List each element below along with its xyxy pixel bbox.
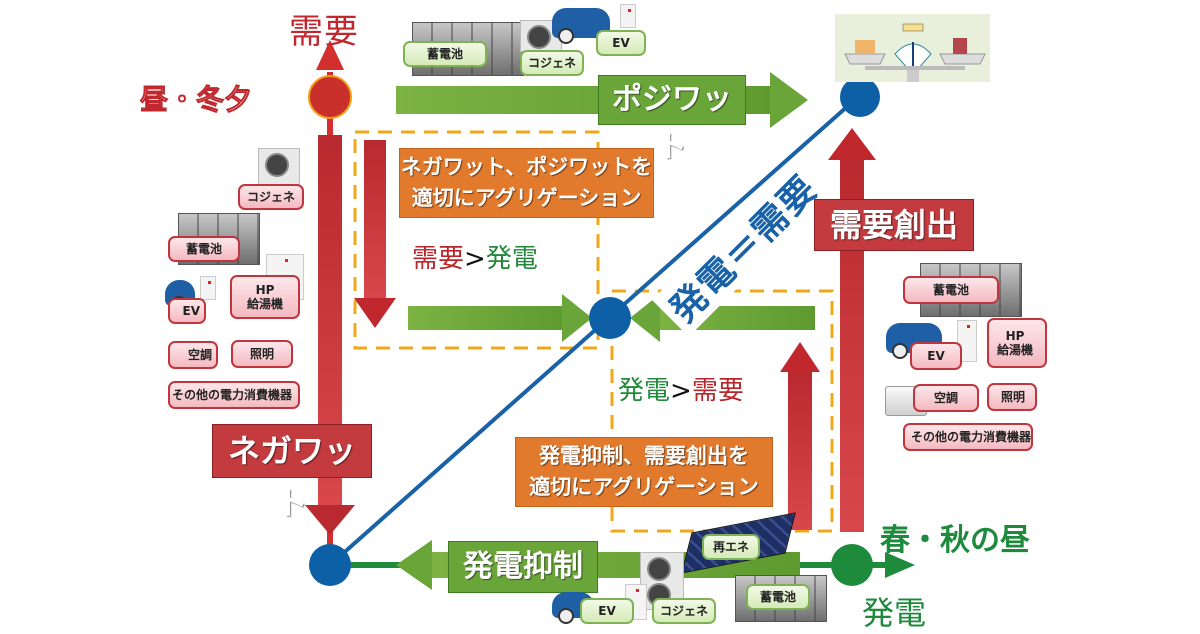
ev-charger-icon	[957, 320, 977, 362]
down-red-arrow-body	[364, 140, 386, 300]
ev-charger-icon	[200, 276, 216, 300]
aggregation-upper-line1: ネガワット、ポジワットを	[400, 155, 653, 179]
generation-axis-arrowhead	[885, 552, 915, 578]
balance-scale-icon	[844, 23, 986, 82]
down-red-arrowhead	[354, 298, 396, 328]
node-peak-demand	[308, 75, 352, 119]
device-chip-battery: 蓄電池	[903, 276, 999, 304]
cogeneration-unit-icon	[640, 552, 684, 610]
aggregation-box-upper: ネガワット、ポジワットを 適切にアグリゲーション	[399, 148, 654, 218]
converge-left-arrow-body	[408, 306, 568, 330]
posiwatt-arrowhead	[770, 72, 808, 128]
posiwatt-label: ポジワット	[598, 75, 746, 165]
device-chip-battery: 蓄電池	[403, 41, 487, 67]
node-upper-right	[840, 77, 880, 117]
device-chip-cogeneration: コジェネ	[652, 598, 716, 624]
comparison-left: 需要	[412, 244, 465, 274]
node-center	[589, 297, 631, 339]
generation-axis-label: 発電	[862, 594, 927, 632]
spring-autumn-daytime-label: 春・秋の昼	[880, 523, 1030, 558]
device-chip-air-conditioner: 空調	[168, 341, 218, 369]
negawatt-label: ネガワット	[212, 424, 372, 522]
comparison-operator: >	[670, 376, 692, 406]
node-peak-generation	[831, 544, 873, 586]
aggregation-lower-line2: 適切にアグリゲーション	[529, 475, 759, 499]
daytime-winter-evening-label: 昼・冬夕	[139, 83, 253, 117]
demand-axis-label: 需要	[289, 12, 359, 52]
aggregation-box-lower: 発電抑制、需要創出を 適切にアグリゲーション	[515, 437, 773, 507]
device-chip-other-devices: その他の電力消費機器	[168, 381, 300, 409]
generation-curtailment-label: 発電抑制	[448, 541, 598, 593]
device-chip-air-conditioner: 空調	[913, 384, 979, 412]
demand-creation-arrowhead	[828, 128, 876, 160]
device-chip-cogeneration: コジェネ	[238, 184, 304, 210]
device-chip-battery: 蓄電池	[168, 236, 240, 262]
device-chip-hp-water-heater: HP 給湯機	[230, 275, 300, 319]
comparison-generation-over-demand: 発電>需要	[618, 370, 744, 407]
ev-charger-icon	[620, 4, 636, 28]
negawatt-arrowhead	[305, 505, 355, 535]
device-chip-ev: EV	[596, 30, 646, 56]
device-chip-ev: EV	[580, 598, 634, 624]
device-chip-ev: EV	[910, 342, 962, 370]
device-chip-battery: 蓄電池	[746, 584, 810, 610]
device-chip-lighting: 照明	[987, 383, 1037, 411]
device-chip-cogeneration: コジェネ	[520, 50, 584, 76]
up-red-arrow-inner-head	[780, 342, 820, 372]
aggregation-upper-line2: 適切にアグリゲーション	[411, 186, 642, 210]
comparison-demand-over-generation: 需要>発電	[412, 238, 538, 275]
comparison-right: 需要	[691, 376, 744, 406]
comparison-left: 発電	[618, 376, 671, 406]
device-chip-ev: EV	[168, 298, 206, 324]
device-chip-renewable: 再エネ	[702, 534, 760, 560]
node-origin	[309, 544, 351, 586]
supply-demand-balance-scale-illustration	[835, 14, 990, 82]
demand-axis-arrowhead	[316, 40, 344, 70]
device-chip-lighting: 照明	[231, 340, 293, 368]
device-chip-other-devices: その他の電力消費機器	[903, 423, 1033, 451]
comparison-right: 発電	[485, 244, 538, 274]
cogeneration-unit-icon	[258, 148, 300, 188]
device-chip-hp-water-heater: HP 給湯機	[987, 318, 1047, 368]
dashed-region-upper	[353, 130, 600, 350]
comparison-operator: >	[464, 244, 486, 274]
demand-creation-label: 需要創出	[814, 199, 974, 251]
converge-left-arrowhead	[562, 294, 592, 342]
converge-right-arrowhead	[630, 294, 660, 342]
curtail-arrowhead	[396, 540, 432, 590]
up-red-arrow-inner-body	[788, 370, 812, 530]
aggregation-lower-line1: 発電抑制、需要創出を	[539, 444, 749, 468]
